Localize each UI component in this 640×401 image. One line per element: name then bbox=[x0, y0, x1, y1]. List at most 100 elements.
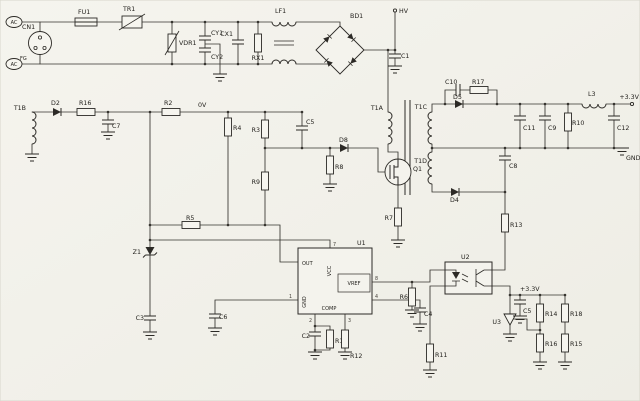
resistor-r16b: R16 bbox=[536, 333, 557, 353]
resistor-r2: R2 bbox=[161, 100, 181, 116]
capacitor-c7: C7 bbox=[101, 119, 120, 130]
ac-live-label: AC bbox=[11, 20, 18, 26]
capacitor-c1: C1 bbox=[388, 53, 409, 60]
resistor-r15: R15 bbox=[561, 333, 582, 353]
r3-label: R3 bbox=[252, 127, 260, 134]
r12-label: R12 bbox=[350, 353, 362, 360]
rail-33v-label: +3.3V bbox=[619, 94, 639, 101]
u1-pin4-number: 4 bbox=[375, 294, 378, 300]
capacitor-c8: C8 bbox=[498, 155, 517, 170]
ac-terminal-live: AC bbox=[5, 16, 23, 28]
c10-label: C10 bbox=[445, 79, 457, 86]
diode-d4: D4 bbox=[450, 187, 460, 204]
r8-label: R8 bbox=[335, 164, 343, 171]
resistor-r4: R4 bbox=[224, 117, 241, 137]
c5b-label: C5 bbox=[523, 308, 531, 315]
u1-pin-gnd: GND bbox=[302, 296, 308, 308]
c3-label: C3 bbox=[136, 315, 144, 322]
diode-d2: D2 bbox=[51, 100, 62, 117]
q1-label: Q1 bbox=[413, 166, 422, 173]
resistor-r17: R17 bbox=[469, 79, 489, 94]
u1-pin1-number: 1 bbox=[289, 294, 292, 300]
resistor-r11: R11 bbox=[426, 343, 447, 363]
c6-label: C6 bbox=[219, 314, 227, 321]
capacitor-c6: C6 bbox=[208, 313, 227, 321]
ac-terminal-neutral: AC bbox=[5, 58, 23, 70]
resistor-rx1: RX1 bbox=[252, 33, 265, 62]
vdr1-label: VDR1 bbox=[179, 40, 197, 47]
resistor-r16: R16 bbox=[76, 100, 96, 116]
winding-t1b: T1B bbox=[13, 105, 37, 145]
net-label-33v-feedback: +3.3V bbox=[520, 286, 540, 293]
resistor-r7: R7 bbox=[385, 207, 402, 227]
t1a-label: T1A bbox=[370, 105, 384, 112]
thermistor-tr1: TR1 bbox=[118, 6, 146, 31]
c2-label: C2 bbox=[302, 333, 310, 340]
resistor-r13: R13 bbox=[501, 213, 522, 233]
capacitor-c5: C5 bbox=[295, 119, 314, 131]
resistor-r5: R5 bbox=[181, 215, 201, 229]
cn1-label: CN1 bbox=[22, 24, 35, 31]
fuse-fu1: FU1 bbox=[74, 9, 98, 27]
u2-label: U2 bbox=[461, 254, 470, 261]
r2-label: R2 bbox=[164, 100, 172, 107]
capacitor-c10: C10 bbox=[445, 79, 461, 97]
resistor-r12: R12 bbox=[341, 329, 362, 360]
t1c-label: T1C bbox=[414, 104, 428, 111]
net-label-0v: 0V bbox=[198, 102, 207, 109]
u1-pin-vcc: VCC bbox=[327, 265, 333, 276]
capacitor-c3: C3 bbox=[136, 315, 157, 322]
resistor-r14: R14 bbox=[536, 303, 557, 323]
c12-label: C12 bbox=[617, 125, 629, 132]
capacitor-c12: C12 bbox=[607, 115, 629, 132]
u1-pin-comp: COMP bbox=[322, 306, 337, 312]
capacitor-cx1: CX1 bbox=[220, 31, 245, 45]
resistor-r18: R18 bbox=[561, 303, 582, 323]
capacitor-c2: C2 bbox=[302, 331, 322, 340]
hv-label: HV bbox=[399, 8, 409, 15]
d8-label: D8 bbox=[339, 137, 348, 144]
t1d-label: T1D bbox=[413, 158, 427, 165]
z1-label: Z1 bbox=[133, 249, 141, 256]
r7-label: R7 bbox=[385, 215, 393, 222]
c5-label: C5 bbox=[306, 119, 314, 126]
cx1-label: CX1 bbox=[220, 31, 233, 38]
winding-t1a: T1A bbox=[370, 105, 393, 145]
r9-label: R9 bbox=[252, 179, 260, 186]
u1-pin3-number: 3 bbox=[348, 318, 351, 324]
u1-pin-vref: VREF bbox=[348, 281, 361, 287]
cy1-label: CY1 bbox=[211, 30, 223, 37]
tr1-label: TR1 bbox=[122, 6, 135, 13]
u1-pin-out: OUT bbox=[302, 261, 314, 267]
r16-label: R16 bbox=[79, 100, 91, 107]
c7-label: C7 bbox=[112, 123, 120, 130]
capacitor-c11: C11 bbox=[513, 115, 535, 132]
bridge-rectifier-bd1: BD1 bbox=[315, 13, 365, 75]
rx1-label: RX1 bbox=[252, 55, 265, 62]
wire bbox=[429, 285, 566, 371]
d4-label: D4 bbox=[450, 197, 459, 204]
ic-u1: U1 OUT VCC VREF GND COMP 7 8 4 1 2 3 bbox=[289, 240, 378, 324]
c8-label: C8 bbox=[509, 163, 517, 170]
connector-cn1: CN1 FG bbox=[20, 24, 52, 62]
hv-terminal: HV bbox=[392, 8, 409, 15]
r16b-label: R16 bbox=[545, 341, 557, 348]
junction-dots bbox=[106, 20, 616, 352]
u1-pin8-number: 8 bbox=[375, 276, 378, 282]
d5-label: D5 bbox=[453, 94, 462, 101]
resistor-r1: R1 bbox=[326, 329, 343, 349]
r11-label: R11 bbox=[435, 352, 447, 359]
resistor-r9: R9 bbox=[252, 171, 269, 191]
r14-label: R14 bbox=[545, 311, 557, 318]
gnd-right-label: GND bbox=[626, 155, 640, 162]
winding-t1d: T1D bbox=[413, 151, 433, 185]
cy2-label: CY2 bbox=[211, 54, 223, 61]
choke-lf1: LF1 bbox=[271, 8, 297, 65]
resistor-r10: R10 bbox=[564, 112, 584, 132]
mosfet-q1: Q1 bbox=[384, 158, 422, 186]
r15-label: R15 bbox=[570, 341, 582, 348]
r18-label: R18 bbox=[570, 311, 582, 318]
optocoupler-u2: U2 bbox=[444, 254, 493, 295]
